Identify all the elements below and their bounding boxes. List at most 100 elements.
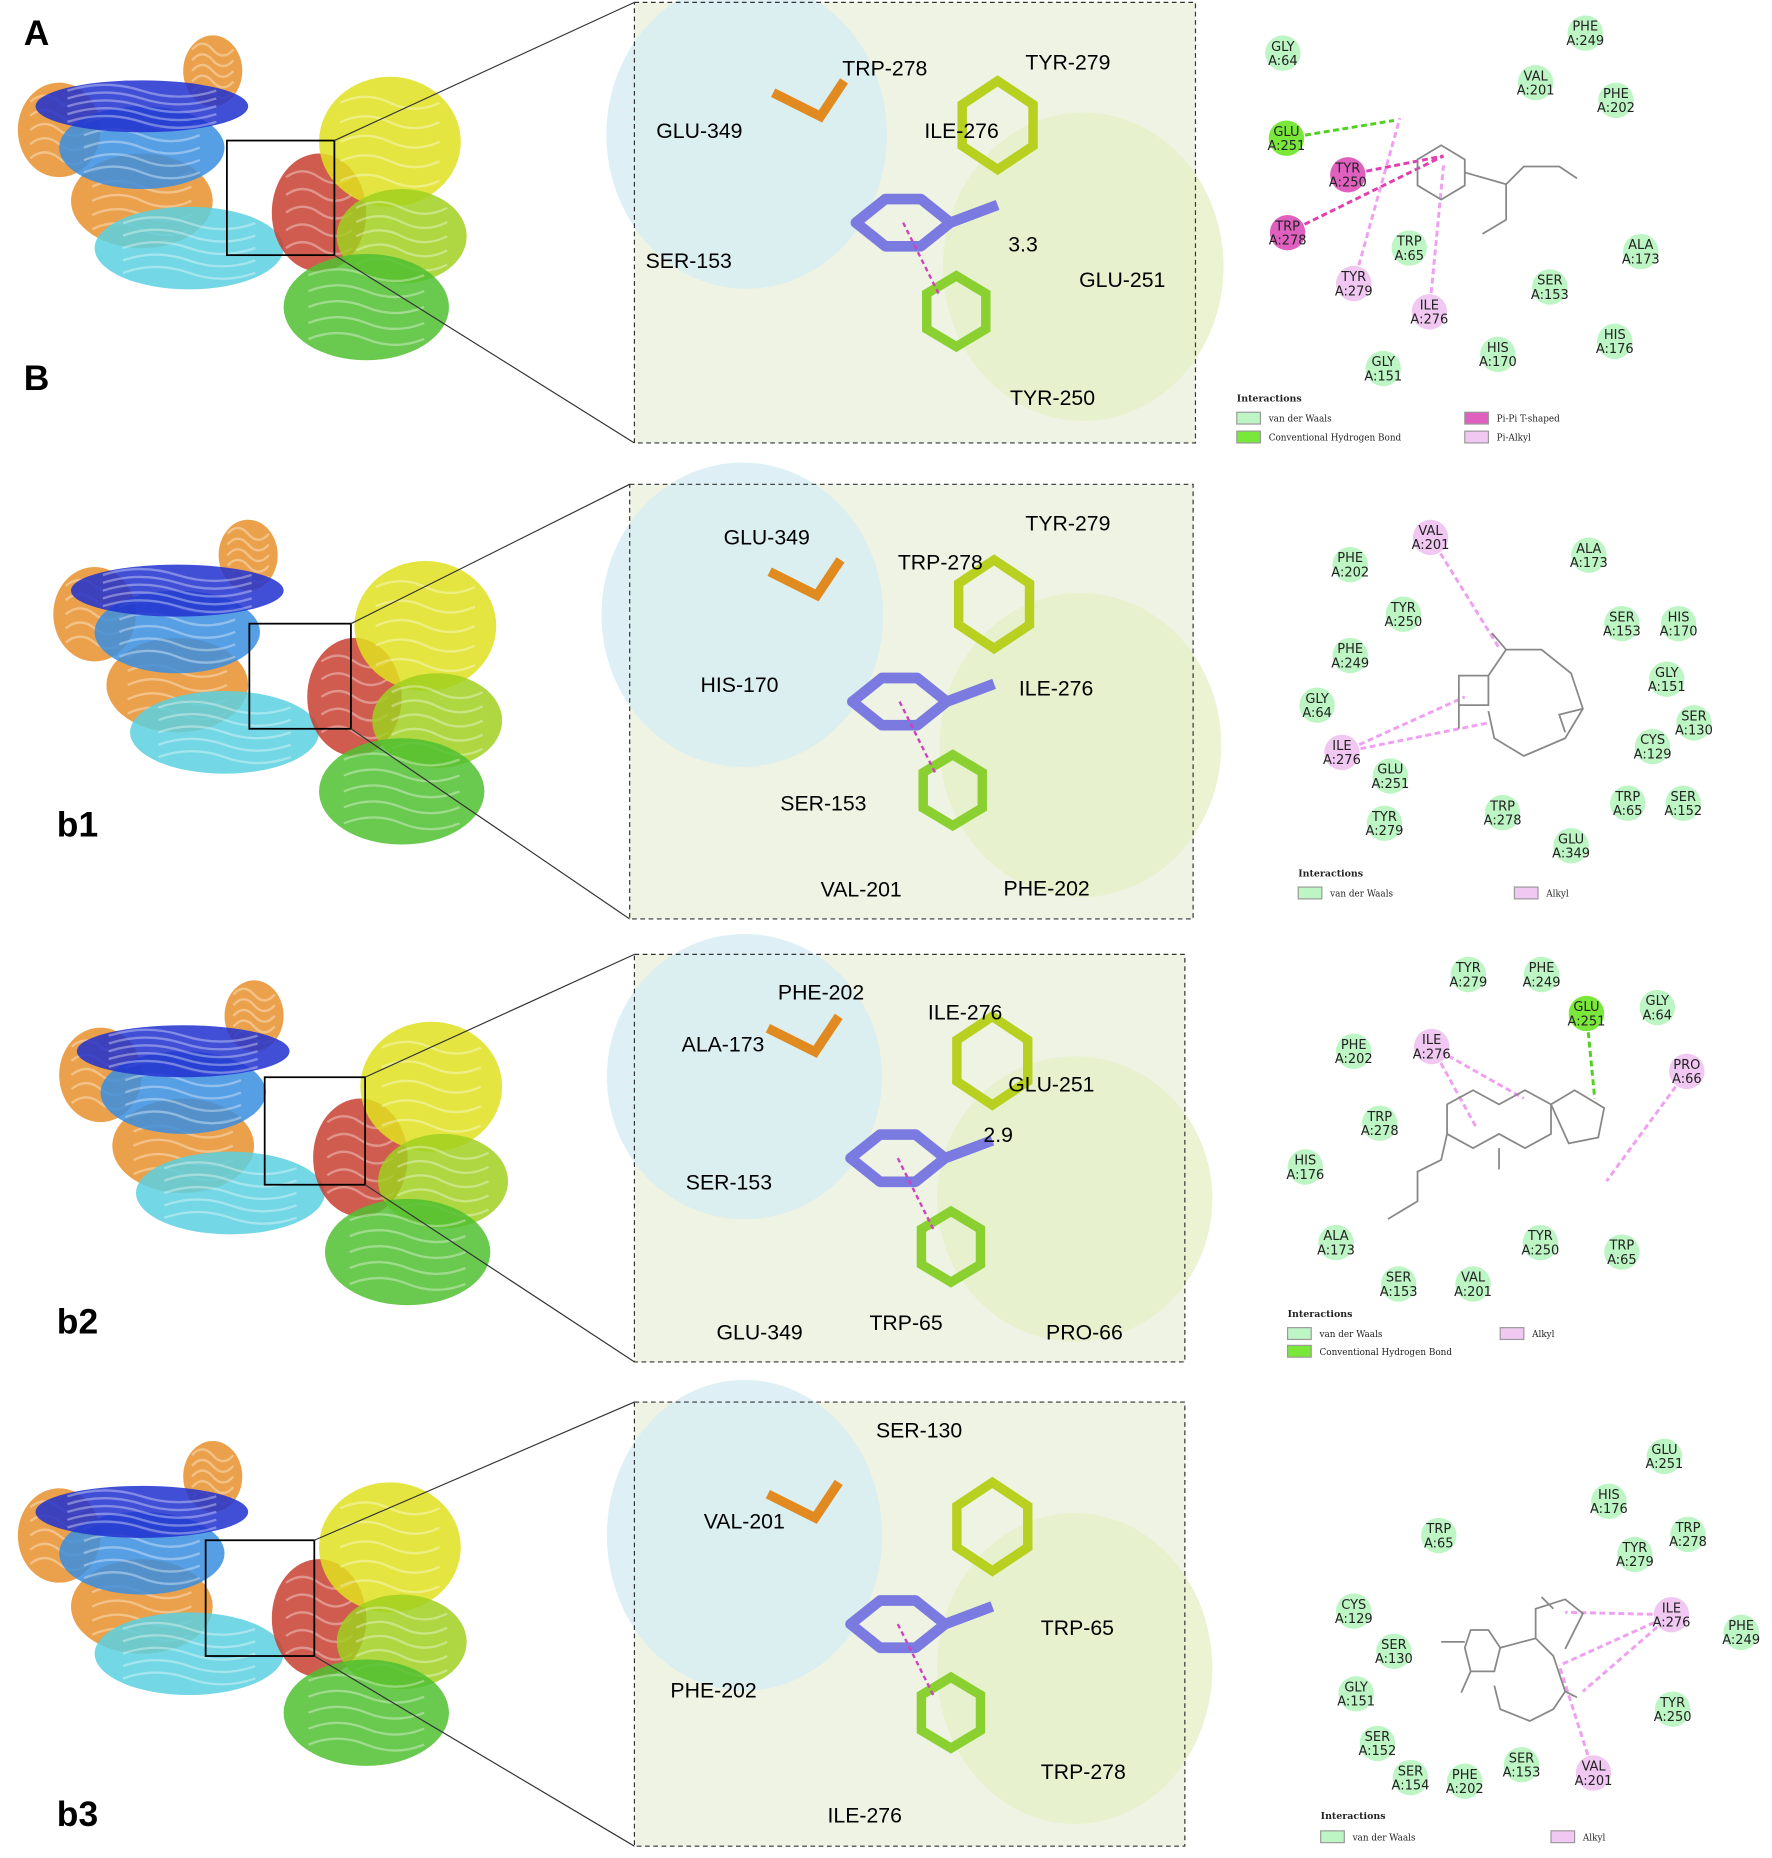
- helix-stripe: [102, 599, 253, 614]
- legend-label: Pi-Alkyl: [1497, 434, 1531, 444]
- residue-name: HIS: [1604, 328, 1626, 343]
- helix-stripe: [83, 1570, 201, 1586]
- binding-site-box: [248, 622, 352, 730]
- helix-stripe: [191, 53, 235, 68]
- helix-stripe: [83, 1533, 201, 1548]
- legend-label: Alkyl: [1531, 1330, 1555, 1340]
- protein-cartoon-region: [283, 253, 449, 361]
- residue-name: ALA: [1323, 1229, 1348, 1244]
- helix-stripe: [339, 1559, 441, 1574]
- residue-circle: [1646, 1438, 1683, 1475]
- residue-id: A:152: [1664, 804, 1702, 819]
- residue-label: ALA-173: [682, 1032, 765, 1056]
- helix-stripe: [349, 1229, 466, 1244]
- faded-cartoon: [939, 592, 1222, 898]
- residue-stick-model: [953, 554, 1035, 655]
- helix-stripe: [122, 1659, 256, 1674]
- residue-stick-model: [765, 1479, 843, 1524]
- residue-label: 2.9: [983, 1123, 1013, 1147]
- residue-circle: [1391, 230, 1427, 266]
- residue-label: PHE-202: [778, 980, 864, 1004]
- helix-stripe: [355, 1606, 448, 1621]
- residue-name: SER: [1381, 1638, 1406, 1653]
- residue-circle: [1372, 758, 1409, 794]
- helix-stripe: [226, 548, 270, 563]
- helix-stripe: [326, 1132, 395, 1147]
- helix-stripe: [226, 526, 270, 541]
- residue-name: GLY: [1271, 40, 1295, 55]
- residue-label: TYR-279: [1025, 51, 1110, 75]
- faded-cartoon: [937, 1513, 1213, 1824]
- binding-site-zoom-panel: PHE-202ILE-276ALA-173GLU-2512.9SER-153GL…: [606, 934, 1213, 1363]
- residue-name: HIS: [1294, 1154, 1316, 1169]
- residue-name: PHE: [1603, 87, 1629, 102]
- residue-name: TYR: [1527, 1229, 1553, 1244]
- interaction-line: [1581, 1613, 1673, 1693]
- protein-cartoon-region: [319, 76, 461, 207]
- protein-cartoon-region: [35, 80, 249, 133]
- residue-id: A:250: [1329, 176, 1367, 191]
- residue-name: GLU: [1558, 832, 1584, 847]
- residue-circle: [1421, 1517, 1457, 1554]
- residue-circle: [1318, 1224, 1354, 1261]
- residue-id: A:201: [1517, 83, 1555, 98]
- ligand-stick-model: [845, 1595, 995, 1654]
- panel-label-B: B: [24, 358, 50, 398]
- protein-cartoon-region: [130, 690, 320, 774]
- residue-name: SER: [1386, 1271, 1411, 1286]
- residue-name: TRP: [1425, 1522, 1451, 1537]
- residue-circle: [1324, 734, 1360, 771]
- residue-circle: [1484, 794, 1521, 831]
- panel-label-b3: b3: [57, 1794, 98, 1834]
- residue-stick-model: [957, 75, 1038, 176]
- helix-stripe: [343, 752, 461, 767]
- residue-circle: [1604, 1234, 1640, 1270]
- residue-label: ILE-276: [828, 1804, 902, 1828]
- residue-id: A:276: [1653, 1615, 1691, 1630]
- residue-id: A:251: [1268, 139, 1306, 154]
- residue-circle: [1653, 1596, 1690, 1633]
- residue-circle: [1287, 1149, 1324, 1185]
- helix-stripe: [67, 1520, 217, 1535]
- protein-cartoon-region: [70, 564, 284, 617]
- residue-name: HIS: [1487, 341, 1509, 356]
- residue-label: 3.3: [1008, 233, 1038, 257]
- residue-name: GLY: [1372, 355, 1396, 370]
- residue-circle: [1669, 1053, 1705, 1090]
- residue-id: A:66: [1672, 1072, 1702, 1087]
- helix-stripe: [391, 699, 484, 714]
- helix-stripe: [391, 727, 484, 742]
- helix-stripe: [124, 1085, 242, 1100]
- helix-stripe: [307, 1737, 425, 1752]
- protein-cartoon-region: [76, 1025, 290, 1078]
- residue-id: A:278: [1484, 813, 1522, 828]
- residue-name: TRP: [1396, 235, 1422, 250]
- helix-stripe: [67, 1512, 217, 1527]
- faded-cartoon: [606, 0, 887, 289]
- residue-stick-model: [952, 1010, 1033, 1111]
- interaction-line: [1347, 154, 1444, 177]
- helix-stripe: [355, 1634, 448, 1649]
- ligand-stick-model: [847, 672, 996, 731]
- residue-id: A:202: [1335, 1052, 1373, 1067]
- residue-id: A:279: [1335, 284, 1373, 299]
- residue-name: ALA: [1576, 542, 1601, 557]
- helix-stripe: [124, 1073, 242, 1088]
- residue-id: A:251: [1371, 777, 1409, 792]
- residue-label: TRP-65: [869, 1311, 942, 1335]
- helix-stripe: [355, 1648, 448, 1664]
- residue-label: PHE-202: [1004, 876, 1090, 900]
- helix-stripe: [343, 784, 461, 799]
- residue-circle: [1268, 120, 1305, 156]
- residue-name: SER: [1509, 1751, 1534, 1766]
